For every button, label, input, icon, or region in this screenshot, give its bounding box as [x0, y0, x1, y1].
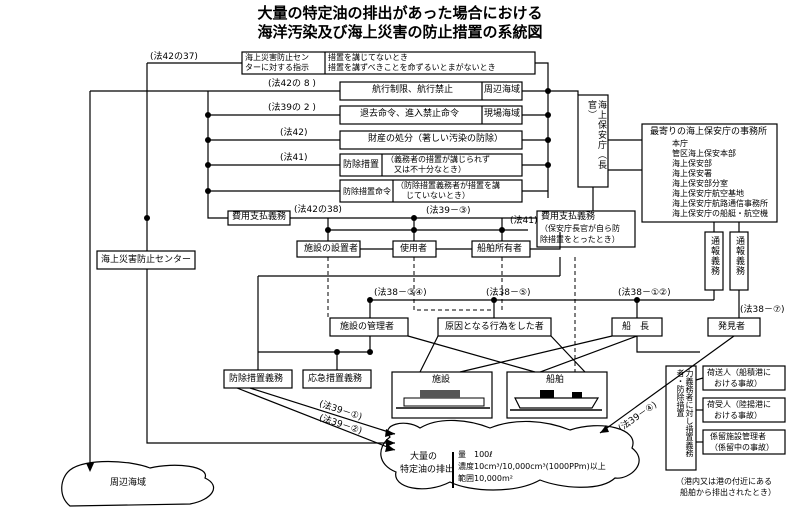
restrict-area: 周辺海域: [484, 85, 521, 95]
captain-label: 船 長: [622, 322, 650, 332]
shipper-label-2: おける事故）: [714, 379, 762, 388]
office-item: 海上保安庁の船艇・航空機: [672, 209, 768, 218]
office-item: 本庁: [672, 139, 688, 148]
order-cond-2: じていないとき）: [406, 191, 470, 200]
law-label: (法39の 2 ): [268, 103, 316, 113]
ship-box: [506, 371, 608, 419]
law-label: (法42): [280, 128, 308, 138]
spill-range: 範囲10,000m²: [458, 474, 513, 483]
facility-box: [391, 371, 493, 419]
prevent-cond-2: 又は不十分なとき）: [394, 165, 466, 174]
spill-amount: 量 100ℓ: [458, 450, 493, 459]
user-label: 使用者: [400, 244, 428, 254]
law-label: (法38－③④): [374, 288, 427, 298]
report-duty-2: 通報義務: [734, 236, 744, 276]
spill-concentration: 濃度10cm³/10,000cm³(1000PPm)以上: [458, 462, 606, 471]
ship-label: 船舶: [546, 375, 565, 385]
order-label: 防除措置命令: [343, 187, 391, 196]
cause-person-label: 原因となる行為をした者: [445, 322, 544, 332]
title-line-1: 大量の特定油の排出があった場合における: [257, 4, 543, 22]
prevent-cond-1: （義務者の措置が講じられず: [386, 155, 490, 164]
surrounding-sea-cloud: [61, 460, 215, 507]
office-item: 海上保安庁航空基地: [672, 189, 744, 198]
law-label: (法38－⑤): [486, 288, 531, 298]
report-duty-1: 通報義務: [709, 236, 719, 276]
cost-right-box: [536, 210, 636, 248]
consignee-label-2: おける事故）: [714, 411, 762, 420]
cost-right-label-2: （保安庁長官が自ら防: [540, 224, 620, 233]
law-label: (法39－③): [426, 206, 471, 216]
evac-area: 現場海域: [484, 109, 521, 119]
office-item: 海上保安部分室: [672, 179, 728, 188]
installer-label: 施設の設置者: [304, 244, 359, 254]
law-label: (法42の37): [150, 52, 198, 62]
spill-cloud: [380, 419, 640, 491]
facility-manager-label: 施設の管理者: [340, 322, 395, 332]
coast-guard-label: 海上保安庁（長官）: [586, 100, 606, 170]
law-label: (法42の 8 ): [268, 79, 316, 89]
vertical-duty-label: 力義務者に対し措置義務者・防除措置: [676, 369, 694, 457]
property-label: 財産の処分（著しい汚染の防除）: [368, 134, 504, 144]
surrounding-sea-label: 周辺海域: [110, 478, 147, 488]
office-item: 海上保安庁航路通信事務所: [672, 199, 768, 208]
storage-label-2: （係留中の事故）: [710, 443, 774, 452]
vertical-duty-box: [665, 365, 697, 471]
harbor-note-2: 船舶から排出されたとき）: [680, 488, 776, 497]
cost-right-label-1: 費用支払義務: [541, 212, 596, 222]
shipper-label-1: 荷送人（船積港に: [707, 368, 771, 377]
prevent-duty-label: 防除措置義務: [229, 374, 284, 384]
facility-label: 施設: [432, 375, 451, 385]
law-label: (法38－⑦): [740, 305, 785, 315]
harbor-note-1: （港内又は港の付近にある: [676, 477, 772, 486]
facility-manager-box: [329, 317, 409, 337]
evac-label: 退去命令、進入禁止命令: [360, 109, 460, 119]
facility-drawing: [396, 390, 490, 409]
offices-title: 最寄りの海上保安庁の事務所: [650, 127, 768, 137]
storage-label-1: 係留施設管理者: [710, 432, 766, 441]
law-label: (法41): [280, 153, 308, 163]
spill-label-2: 特定油の排出: [400, 465, 455, 475]
law-label: (法42の38): [294, 205, 342, 215]
office-item: 管区海上保安本部: [672, 149, 736, 158]
office-item: 海上保安署: [672, 169, 712, 178]
office-item: 海上保安部: [672, 159, 712, 168]
cost-right-label-3: 除措置をとったとき）: [540, 235, 620, 244]
shipowner-label: 船舶所有者: [477, 244, 523, 254]
consignee-label-1: 荷受人（陸揚港に: [707, 400, 771, 409]
law-label: (法41): [510, 216, 538, 226]
order-cond-1: （防除措置義務者が措置を講: [396, 181, 500, 190]
prevent-label: 防除措置: [343, 160, 380, 170]
emergency-duty-label: 応急措置義務: [308, 374, 363, 384]
center-instruction-cond-1: 措置を講じてないとき: [328, 53, 408, 62]
offices-box: [641, 123, 778, 223]
law-label: (法38－①②): [618, 288, 671, 298]
spill-label-1: 大量の: [410, 452, 438, 462]
restrict-label: 航行制限、航行禁止: [372, 85, 454, 95]
spill-detail-bracket: [452, 452, 454, 488]
title-line-2: 海洋汚染及び海上災害の防止措置の系統図: [257, 23, 543, 41]
ship-drawing: [510, 390, 602, 411]
discoverer-label: 発見者: [718, 322, 746, 332]
center-instruction-label-1: 海上災害防止セン: [245, 53, 309, 62]
disaster-center-box: [96, 250, 196, 270]
cost-left-label: 費用支払義務: [232, 212, 287, 222]
center-instruction-cond-2: 措置を講ずべきことを命ずるいとまがないとき: [328, 63, 496, 72]
disaster-center-label: 海上災害防止センター: [101, 255, 192, 265]
center-instruction-label-2: ターに対する指示: [245, 63, 309, 72]
